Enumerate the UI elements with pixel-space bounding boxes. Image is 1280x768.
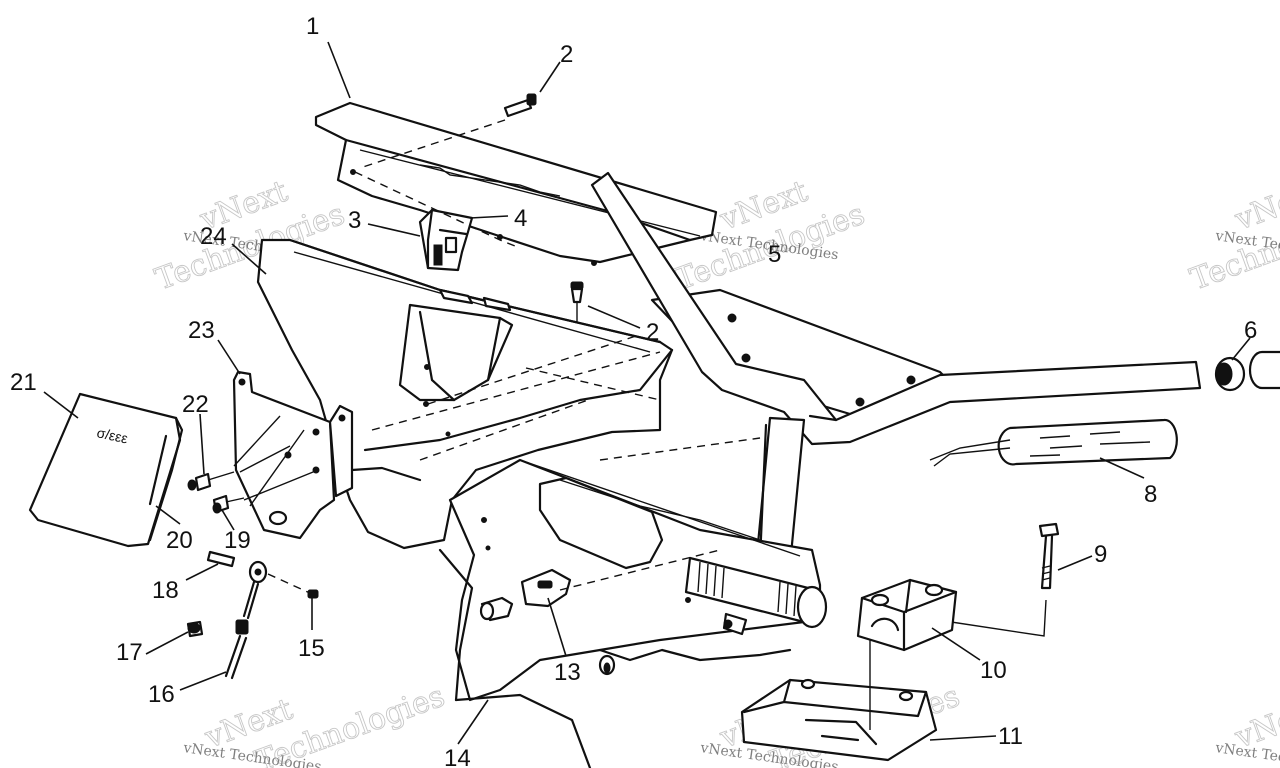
callout-18: 18: [152, 577, 179, 604]
part-21-plate: σ/εεε: [28, 392, 184, 548]
part-14-lower-fairing: [438, 548, 792, 768]
part-13-bushings: [479, 568, 572, 622]
knurled-tube: [684, 556, 828, 636]
callout-1: 1: [306, 13, 319, 40]
callout-group: 1 2 2 3 4 5 6 8 9 10 11 13 14 15 16 17 1…: [10, 13, 1257, 768]
part-2-screw-top: [359, 93, 537, 169]
part-9-bolt: [937, 522, 1060, 637]
part-6-end-cap: [1214, 350, 1280, 392]
callout-5: 5: [768, 241, 781, 268]
callout-22: 22: [182, 391, 209, 418]
part-11-lower-clamp: [740, 640, 938, 762]
part-23-bracket: [232, 370, 354, 540]
part-1-upper-cover: [314, 101, 718, 266]
callout-15: 15: [298, 635, 325, 662]
callout-10: 10: [980, 657, 1007, 684]
part-8-grip: [929, 418, 1178, 467]
part-24-fairing: [256, 238, 674, 550]
callout-3: 3: [348, 207, 361, 234]
assembly-lines: [354, 171, 761, 591]
callout-8: 8: [1144, 481, 1157, 508]
lower-frame: [448, 458, 822, 702]
callout-2-top: 2: [560, 41, 573, 68]
callout-14: 14: [444, 745, 471, 768]
callout-23: 23: [188, 317, 215, 344]
callout-11: 11: [998, 723, 1023, 750]
callout-24: 24: [200, 223, 227, 250]
part-10-upper-clamp: [856, 578, 958, 652]
callout-13: 13: [554, 659, 581, 686]
leader-lines: [43, 41, 1251, 745]
callout-6: 6: [1244, 317, 1257, 344]
callout-21: 21: [10, 369, 37, 396]
callout-4: 4: [514, 205, 527, 232]
part-2-screw-middle: [570, 281, 584, 330]
callout-20: 20: [166, 527, 193, 554]
part-3-4-switch: [418, 208, 474, 272]
watermark-vnext: vNext: [1230, 174, 1280, 238]
part-22-19-screws: [187, 471, 245, 514]
part-21-label: σ/εεε: [95, 424, 129, 446]
callout-17: 17: [116, 639, 143, 666]
part-15-18-linkage: [186, 550, 319, 680]
callout-16: 16: [148, 681, 175, 708]
callout-19: 19: [224, 527, 251, 554]
callout-9: 9: [1094, 541, 1107, 568]
callout-2-middle: 2: [646, 319, 659, 346]
